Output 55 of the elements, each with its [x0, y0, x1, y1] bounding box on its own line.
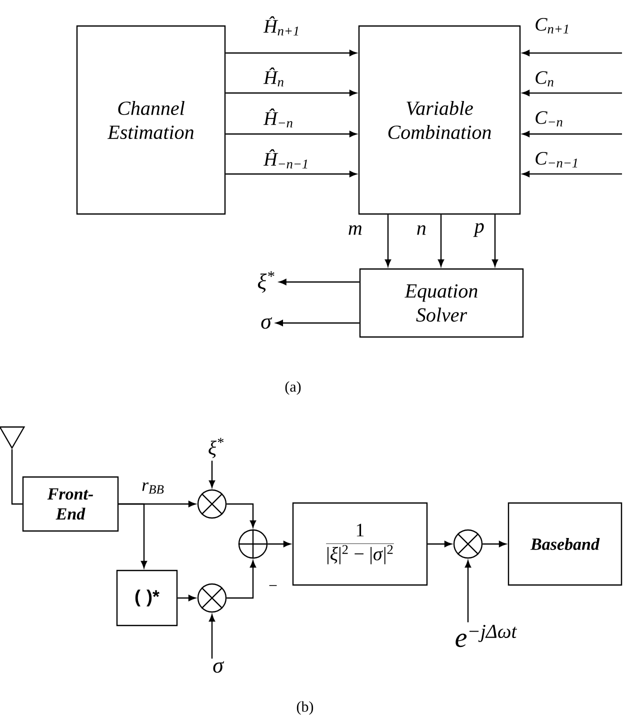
arrow [208, 460, 216, 488]
signal-label: ξ$^{*}$ [208, 438, 224, 458]
edge-label: C$_{−n}$ [536, 111, 562, 126]
edge-label: n [417, 225, 426, 235]
process-box: 1 |ξ|$^{2}$ − |σ|$^{2}$ [292, 502, 428, 586]
subfigure-label: (b) [296, 701, 314, 715]
multiplier-symbol [197, 489, 227, 519]
edge-label: C$_{n}$ [536, 71, 554, 86]
arrow [208, 614, 216, 659]
arrow [522, 90, 622, 96]
adder-symbol [238, 528, 268, 560]
edge-label: Ĥ$_{n+1}$ [263, 16, 298, 36]
arrow [226, 130, 357, 138]
edge-label: m [348, 225, 362, 235]
process-box: Channel Estimation [76, 25, 226, 215]
arrow [482, 540, 506, 548]
arrow [464, 560, 472, 622]
signal-label: σ [261, 317, 272, 329]
process-box: Equation Solver [359, 268, 524, 338]
arrow [279, 278, 360, 286]
arrow [226, 170, 357, 178]
arrow [384, 214, 392, 267]
arrow [226, 503, 256, 528]
process-box: Baseband [508, 502, 622, 586]
edge-label: Ĥ$_{−n}$ [263, 108, 292, 128]
arrow [226, 50, 357, 56]
arrow [428, 540, 452, 548]
signal-label: ξ$^{*}$ [258, 271, 274, 293]
edge-label: p [473, 223, 484, 237]
multiplier-symbol [453, 529, 483, 559]
arrow [492, 214, 498, 267]
edge-label: Ĥ$_{n}$ [263, 68, 284, 86]
edge-label: r$_{BB}$ [142, 482, 164, 494]
connector-line [11, 449, 22, 505]
process-box: Variable Combination [358, 25, 521, 215]
signal-label: σ [213, 661, 224, 673]
arrow [438, 214, 444, 267]
arrow [522, 130, 622, 138]
process-box: ( )* [116, 570, 178, 626]
arrow [522, 50, 622, 56]
arrow [226, 560, 256, 599]
edge-label: C$_{n+1}$ [536, 18, 568, 34]
minus-sign: − [269, 585, 277, 586]
signal-label: e$^{−jΔωt}$ [456, 624, 518, 648]
process-box: Front-End [22, 476, 119, 532]
arrow [118, 503, 148, 568]
arrow [268, 540, 291, 548]
multiplier-symbol [197, 583, 227, 613]
arrow [522, 170, 622, 178]
arrow [178, 594, 196, 602]
subfigure-label: (a) [285, 381, 301, 395]
edge-label: C$_{−n−1}$ [536, 152, 578, 168]
arrow [276, 320, 360, 326]
edge-label: Ĥ$_{−n−1}$ [263, 149, 308, 168]
arrow [226, 90, 357, 96]
